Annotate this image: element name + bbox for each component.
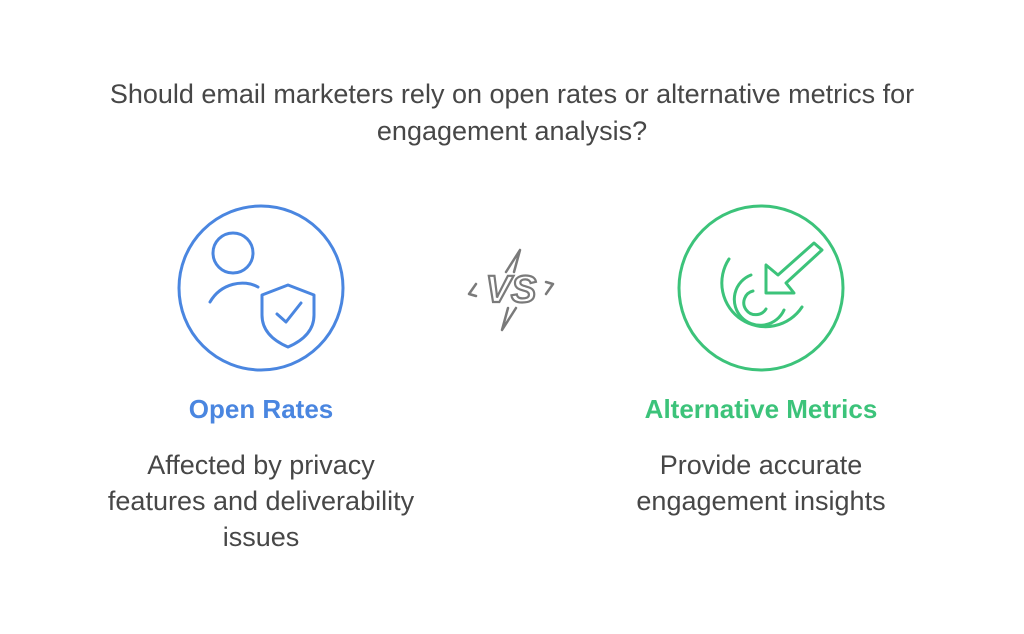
question-line-1: Should email marketers rely on open rate… — [109, 79, 915, 109]
target-arrow-icon — [677, 204, 845, 372]
desc-line: Provide accurate — [659, 450, 863, 480]
option-desc-alternative-metrics: Provide accurate engagement insights — [560, 447, 962, 519]
desc-line: features and deliverability — [107, 486, 415, 516]
option-desc-open-rates: Affected by privacy features and deliver… — [60, 447, 462, 555]
option-title-alternative-metrics: Alternative Metrics — [644, 394, 878, 424]
user-shield-check-icon — [177, 204, 345, 372]
desc-line: issues — [222, 522, 300, 552]
question-line-2: engagement analysis? — [376, 116, 648, 146]
desc-line: Affected by privacy — [147, 450, 375, 480]
question-heading: Should email marketers rely on open rate… — [0, 76, 1024, 150]
versus-lightning-icon: VS — [467, 248, 555, 332]
vs-label: VS — [486, 269, 537, 311]
desc-line: engagement insights — [636, 486, 886, 516]
option-title-open-rates: Open Rates — [188, 394, 334, 424]
